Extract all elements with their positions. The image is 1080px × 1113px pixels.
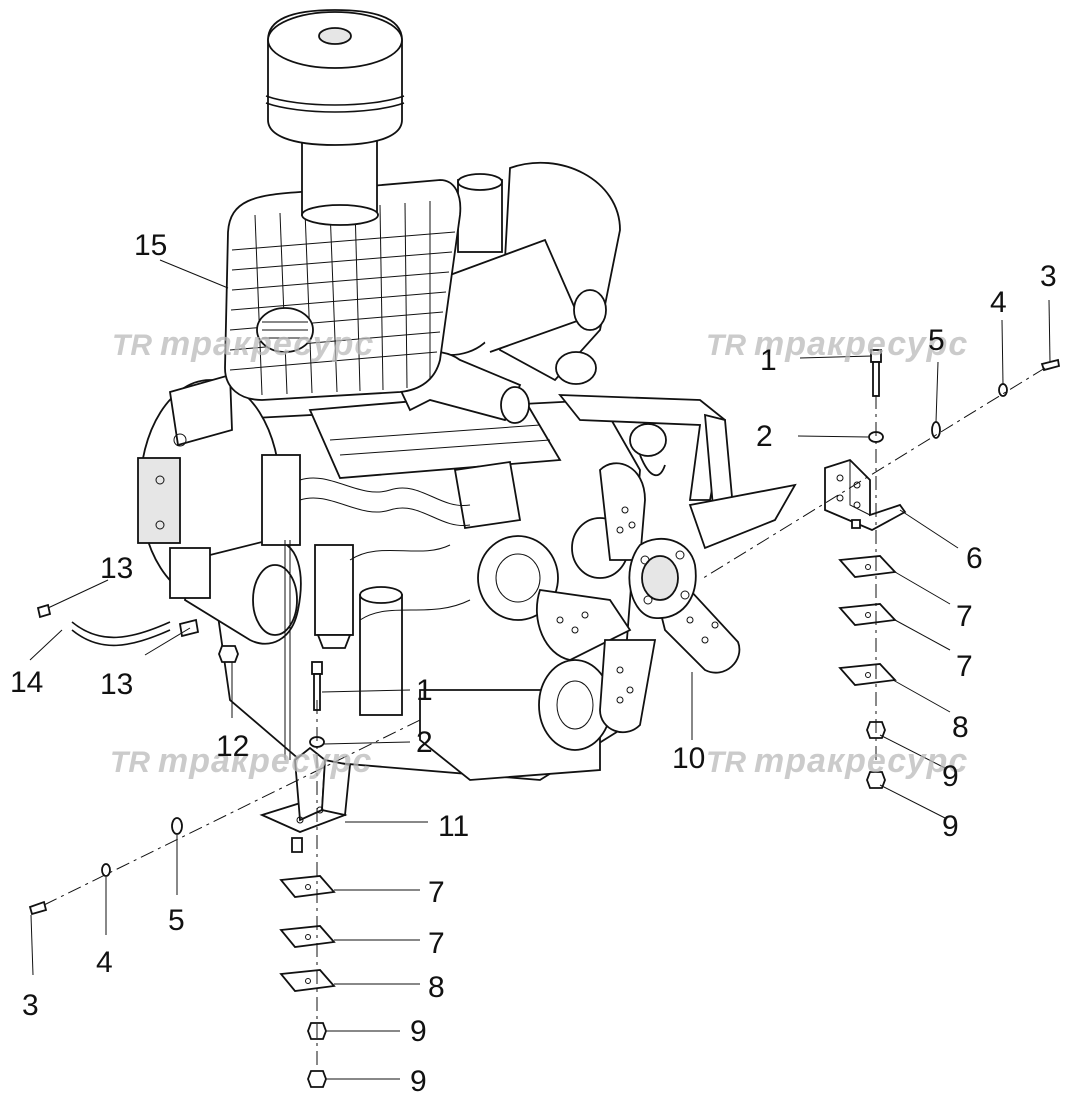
- callout-4-left: 4: [96, 946, 113, 979]
- leader-lines: [29, 259, 1051, 1080]
- watermark-logo: TR: [112, 329, 152, 362]
- watermark-top-left: TR тракресурс: [112, 325, 374, 363]
- callout-9-left-a: 9: [410, 1015, 427, 1048]
- callout-11: 11: [438, 810, 469, 843]
- watermark-text: тракресурс: [754, 325, 968, 363]
- callout-3-left: 3: [22, 989, 39, 1022]
- callout-13-top: 13: [100, 552, 133, 585]
- callout-12: 12: [216, 730, 249, 763]
- watermark-bottom-right: TR тракресурс: [706, 742, 968, 780]
- callout-9-right-b: 9: [942, 810, 959, 843]
- watermark-bottom-left: TR тракресурс: [110, 742, 372, 780]
- hose-parts: [36, 603, 239, 663]
- callout-7-right-b: 7: [956, 650, 973, 683]
- callout-13-bottom: 13: [100, 668, 133, 701]
- callout-10: 10: [672, 742, 705, 775]
- callout-1-left: 1: [416, 674, 433, 707]
- callout-4-right: 4: [990, 286, 1007, 319]
- right-mount-parts: [699, 349, 1061, 789]
- callout-2-left: 2: [416, 726, 433, 759]
- callout-9-left-b: 9: [410, 1065, 427, 1098]
- watermark-text: тракресурс: [754, 742, 968, 780]
- left-mount-parts: [28, 540, 421, 1088]
- watermark-text: тракресурс: [160, 325, 374, 363]
- fan-assembly: [535, 462, 741, 734]
- callout-7-right-a: 7: [956, 600, 973, 633]
- watermark-logo: TR: [706, 746, 746, 779]
- callout-5-right: 5: [928, 324, 945, 357]
- callout-7-left-a: 7: [428, 876, 445, 909]
- callout-3-right: 3: [1040, 260, 1057, 293]
- callout-8-left: 8: [428, 971, 445, 1004]
- watermark-logo: TR: [706, 329, 746, 362]
- callout-5-left: 5: [168, 904, 185, 937]
- watermark-logo: TR: [110, 746, 150, 779]
- callout-1-right: 1: [760, 344, 777, 377]
- watermark-text: тракресурс: [158, 742, 372, 780]
- callout-6: 6: [966, 542, 983, 575]
- callout-15: 15: [134, 229, 167, 262]
- callout-14: 14: [10, 666, 43, 699]
- callout-8-right: 8: [952, 711, 969, 744]
- callout-9-right-a: 9: [942, 760, 959, 793]
- callout-7-left-b: 7: [428, 927, 445, 960]
- callout-labels: 15 1 2 3 4 5 6 7 7 8 9 9 10 1 2 11 7 7 8…: [10, 229, 1057, 1098]
- callout-2-right: 2: [756, 420, 773, 453]
- engine-assembly: [137, 9, 797, 781]
- watermark-top-right: TR тракресурс: [706, 325, 968, 363]
